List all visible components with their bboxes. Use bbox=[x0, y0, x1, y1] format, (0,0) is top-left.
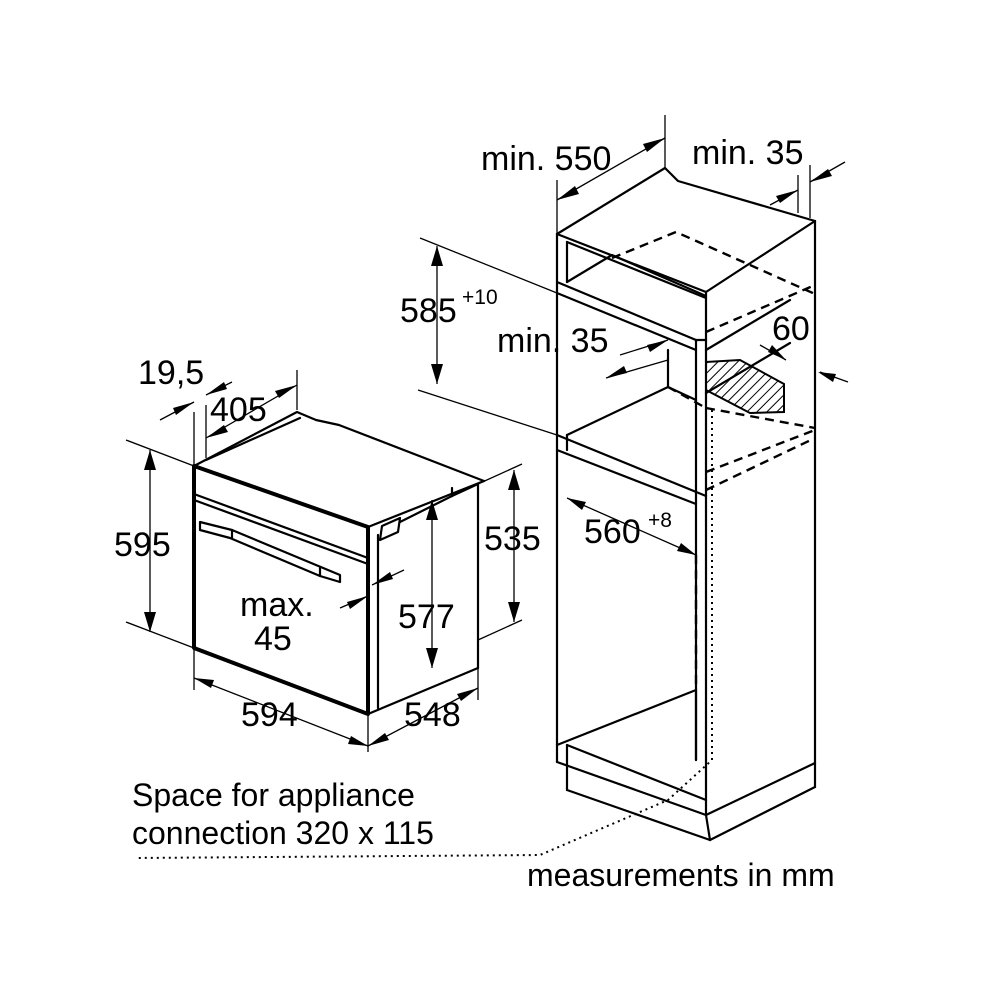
label-door-gap-max: max. bbox=[240, 586, 314, 624]
label-niche-height-tolerance: +10 bbox=[462, 286, 498, 309]
label-shelf-vent-gap: min. 35 bbox=[497, 322, 609, 360]
label-appliance-inner-height: 577 bbox=[398, 598, 455, 636]
note-units: measurements in mm bbox=[527, 857, 835, 893]
cabinet-outline bbox=[555, 166, 817, 842]
label-appliance-depth-top: 405 bbox=[210, 391, 267, 429]
label-cabinet-depth: min. 550 bbox=[481, 140, 611, 178]
note-connection-line2: connection 320 x 115 bbox=[132, 815, 434, 851]
oven-dimensions bbox=[125, 370, 523, 752]
label-door-gap-value: 45 bbox=[254, 620, 292, 658]
label-appliance-width: 594 bbox=[241, 696, 298, 734]
oven-appliance bbox=[192, 410, 486, 716]
label-cabinet-rear-gap: min. 35 bbox=[692, 134, 804, 172]
connection-leader bbox=[134, 410, 713, 859]
label-niche-width: 560 bbox=[584, 513, 641, 551]
label-niche-width-tolerance: +8 bbox=[648, 509, 672, 532]
note-connection-line1: Space for appliance bbox=[132, 777, 415, 813]
label-appliance-height: 595 bbox=[114, 526, 171, 564]
label-appliance-depth: 548 bbox=[404, 696, 461, 734]
label-rear-vent: 60 bbox=[772, 310, 810, 348]
label-appliance-body-height: 535 bbox=[484, 520, 541, 558]
cabinet-dimensions bbox=[417, 115, 849, 556]
label-niche-height: 585 bbox=[400, 292, 457, 330]
cabinet-hidden-lines bbox=[611, 230, 816, 690]
label-front-panel-thickness: 19,5 bbox=[138, 354, 204, 392]
